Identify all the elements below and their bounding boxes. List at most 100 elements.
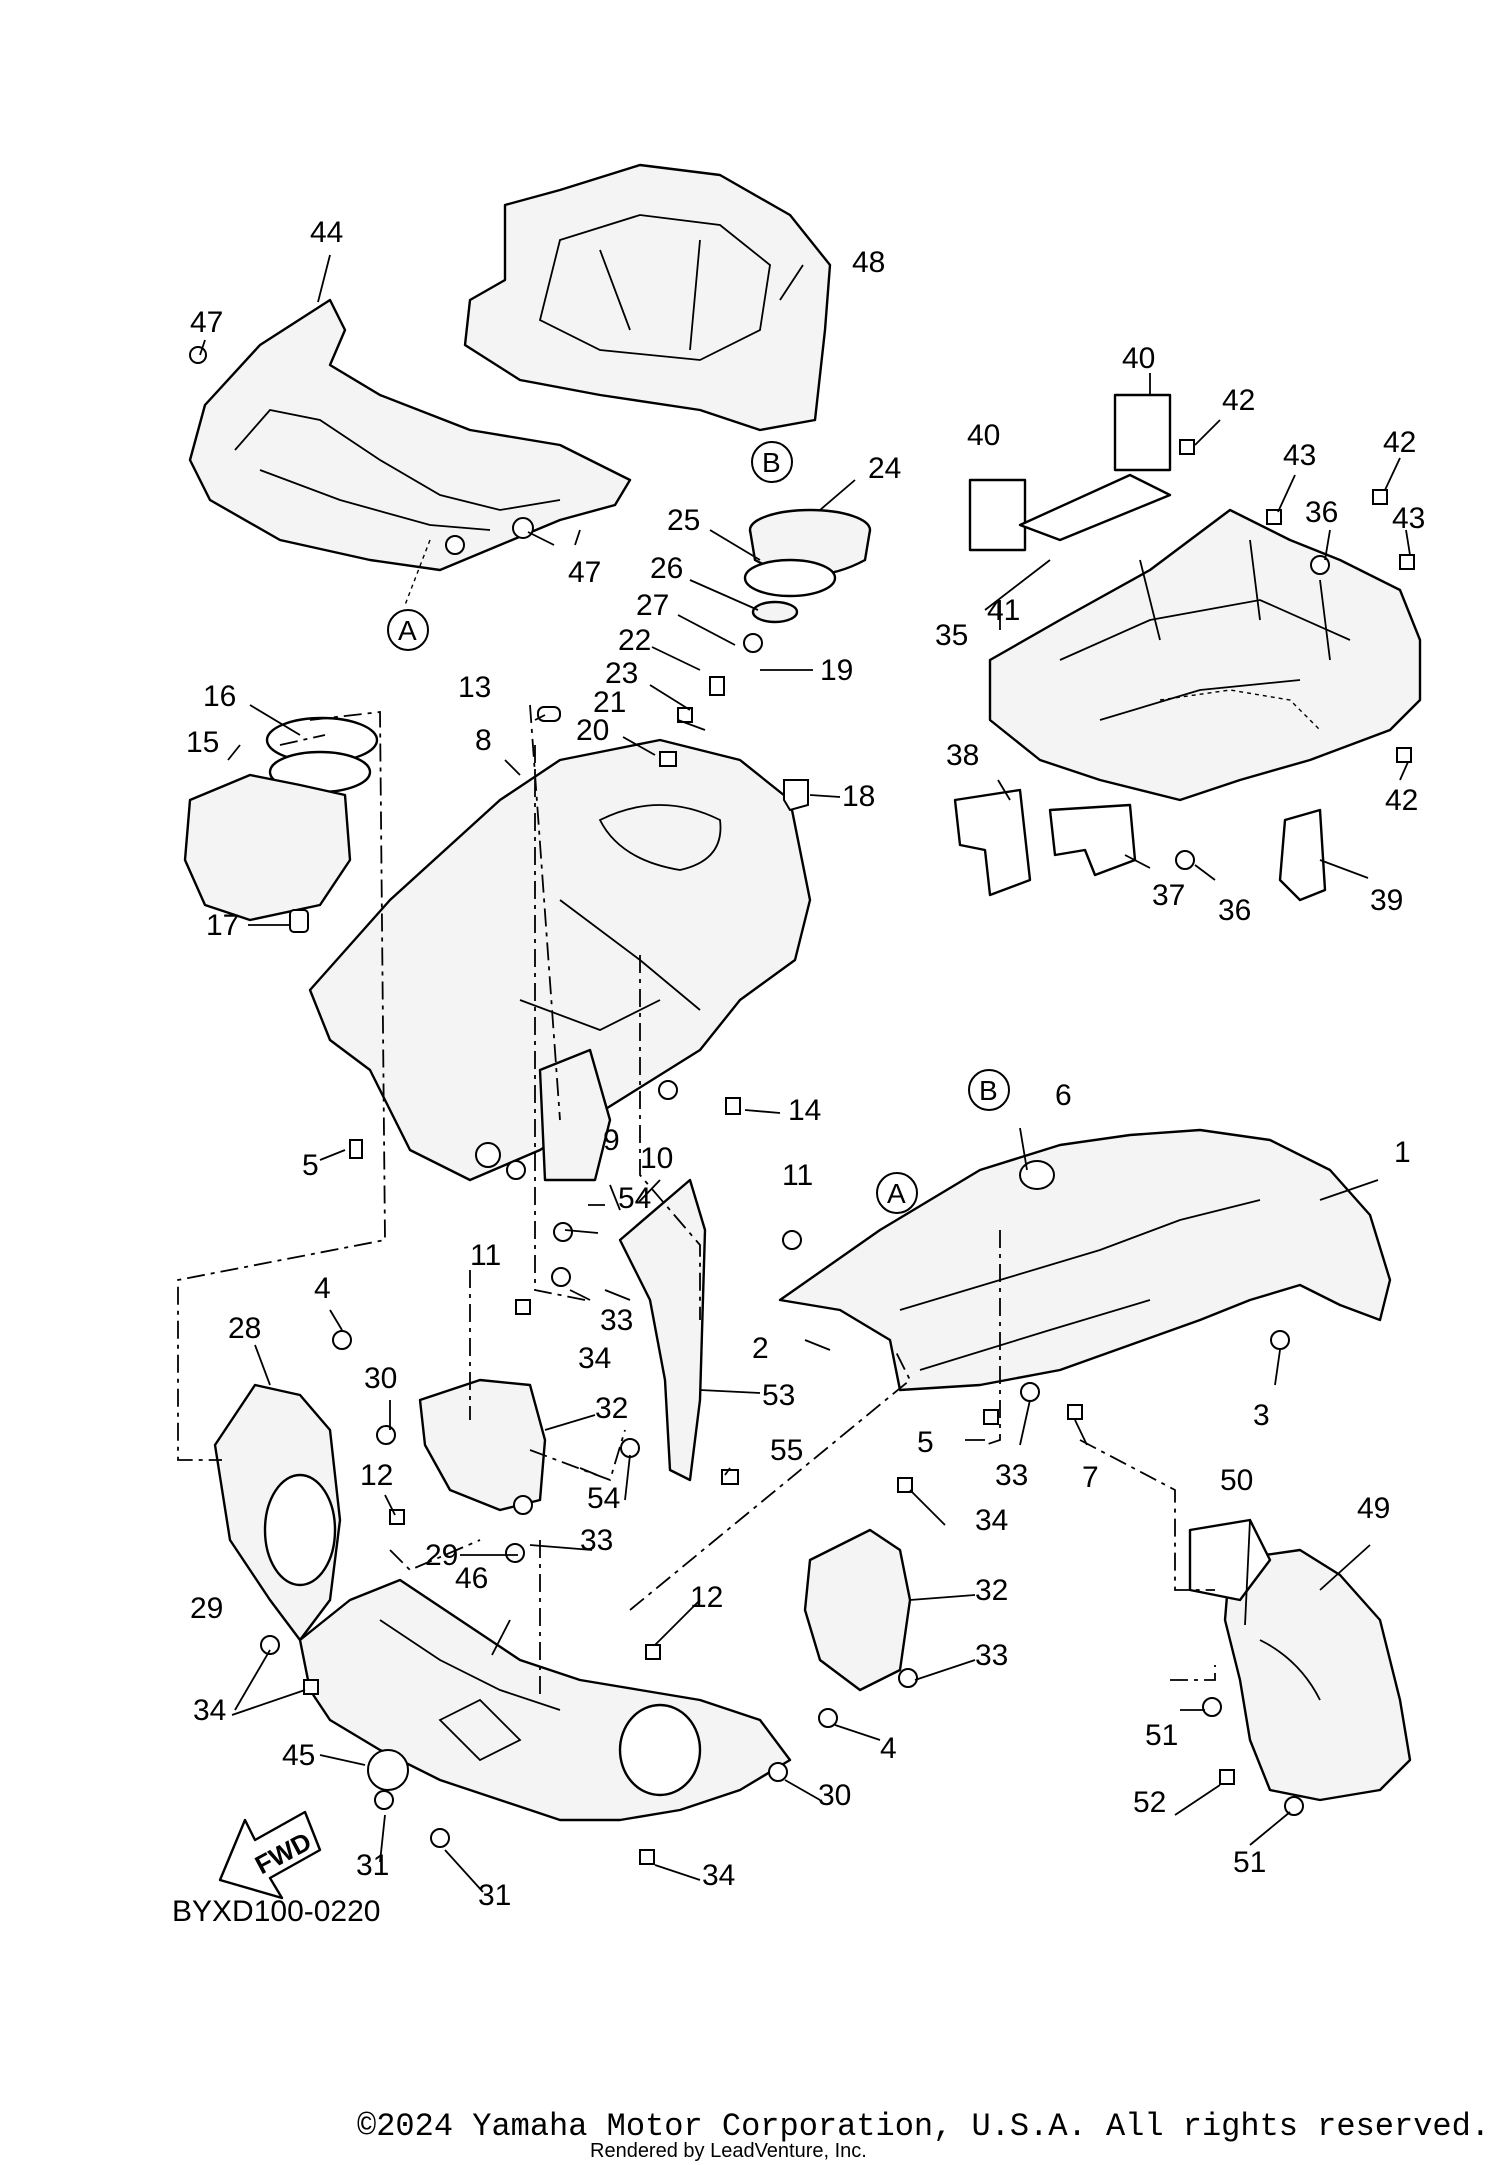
callout-18: 18 [842,780,875,813]
callout-31-right: 31 [478,1879,511,1912]
ref-letter-a-fender: A [887,1178,906,1209]
callout-33-c: 33 [995,1459,1028,1492]
callout-3: 3 [1253,1399,1270,1432]
callout-37: 37 [1152,879,1185,912]
callout-55: 55 [770,1434,803,1467]
part-32-air-duct [418,1378,912,1692]
callout-45: 45 [282,1739,315,1772]
callout-6: 6 [1055,1079,1072,1112]
callout-29-mid: 29 [425,1539,458,1572]
callout-47-cowl: 47 [568,556,601,589]
callout-8: 8 [475,724,492,757]
callout-41: 41 [987,594,1020,627]
callout-10: 10 [640,1142,673,1175]
callout-5-left: 5 [302,1149,319,1182]
callout-46: 46 [455,1562,488,1595]
callout-11-left: 11 [470,1239,501,1272]
rendered-by-credit: Rendered by LeadVenture, Inc. [590,2140,867,2162]
callout-14: 14 [788,1094,821,1127]
callout-20: 20 [576,714,609,747]
callout-35: 35 [935,619,968,652]
callout-17: 17 [206,909,239,942]
callout-11-right: 11 [782,1159,813,1192]
callout-36-lower: 36 [1218,894,1251,927]
part-15-fuel-tank [183,716,379,933]
callout-24: 24 [868,452,901,485]
callout-22: 22 [618,624,651,657]
callout-36-upper: 36 [1305,496,1338,529]
part-35-rear-frame [988,508,1422,802]
callout-2: 2 [752,1332,769,1365]
callout-49: 49 [1357,1492,1390,1525]
assembly-lines [177,539,1321,1700]
callout-39: 39 [1370,884,1403,917]
ref-letter-a-top: A [398,615,417,646]
callout-38: 38 [946,739,979,772]
callout-28: 28 [228,1312,261,1345]
part-1-rear-fender [778,1128,1392,1392]
reference-marks: A B A B [387,441,1010,1214]
drawing-code: BYXD100-0220 [172,1895,381,1928]
copyright-notice: ©2024 Yamaha Motor Corporation, U.S.A. A… [357,2108,1490,2145]
callout-42-b: 42 [1383,426,1416,459]
callout-32-right: 32 [975,1574,1008,1607]
part-40-labels [968,393,1172,552]
callout-43-a: 43 [1283,439,1316,472]
callout-51-upper: 51 [1145,1719,1178,1752]
callout-47-top: 47 [190,306,223,339]
callout-4-lower: 4 [880,1732,897,1765]
callout-12-left: 12 [360,1459,393,1492]
part-8-front-body [308,738,812,1182]
callout-1: 1 [1394,1136,1411,1169]
callout-43-b: 43 [1392,502,1425,535]
callout-34-c: 34 [193,1694,226,1727]
callout-12-right: 12 [690,1581,723,1614]
callout-26: 26 [650,552,683,585]
callout-52: 52 [1133,1786,1166,1819]
callout-29-left: 29 [190,1592,223,1625]
callout-40-left: 40 [967,419,1000,452]
part-28-left-duct [213,1383,342,1642]
part-49-rear-mudguard [1188,1518,1412,1802]
fwd-arrow: FWD [218,1810,322,1900]
callout-40-right: 40 [1122,342,1155,375]
callout-15: 15 [186,726,219,759]
callout-13: 13 [458,671,491,704]
callout-30-upper: 30 [364,1362,397,1395]
part-24-fuel-cap [743,508,872,653]
callout-30-lower: 30 [818,1779,851,1812]
callout-23: 23 [605,657,638,690]
part-44-front-cowl [188,298,632,572]
callout-27: 27 [636,589,669,622]
callout-4-upper: 4 [314,1272,331,1305]
callout-32-left: 32 [595,1392,628,1425]
callout-44: 44 [310,216,343,249]
callout-19: 19 [820,654,853,687]
callout-9: 9 [603,1124,620,1157]
callout-33-b: 33 [580,1524,613,1557]
callout-16: 16 [203,680,236,713]
part-37-38-39-pads [953,788,1327,902]
callout-21: 21 [593,686,626,719]
callout-31-left: 31 [356,1849,389,1882]
callout-34-b: 34 [975,1504,1008,1537]
callout-25: 25 [667,504,700,537]
part-48-top-cover [463,163,832,432]
callout-34-a: 34 [578,1342,611,1375]
callout-53: 53 [762,1379,795,1412]
hardware [189,346,1415,1865]
callout-5-right: 5 [917,1426,934,1459]
leader-lines [199,254,1411,1893]
callout-51-lower: 51 [1233,1846,1266,1879]
callout-7: 7 [1082,1461,1099,1494]
callout-48: 48 [852,246,885,279]
part-lower-grille [298,1578,792,1822]
callout-50: 50 [1220,1464,1253,1497]
callout-54-upper: 54 [618,1182,651,1215]
callout-numbers: 1 2 3 4 4 5 5 6 7 8 9 10 11 11 12 12 13 … [186,216,1425,1912]
callout-54-lower: 54 [587,1482,620,1515]
callout-33-a: 33 [600,1304,633,1337]
ref-letter-b-top: B [762,447,781,478]
callout-34-d: 34 [702,1859,735,1892]
